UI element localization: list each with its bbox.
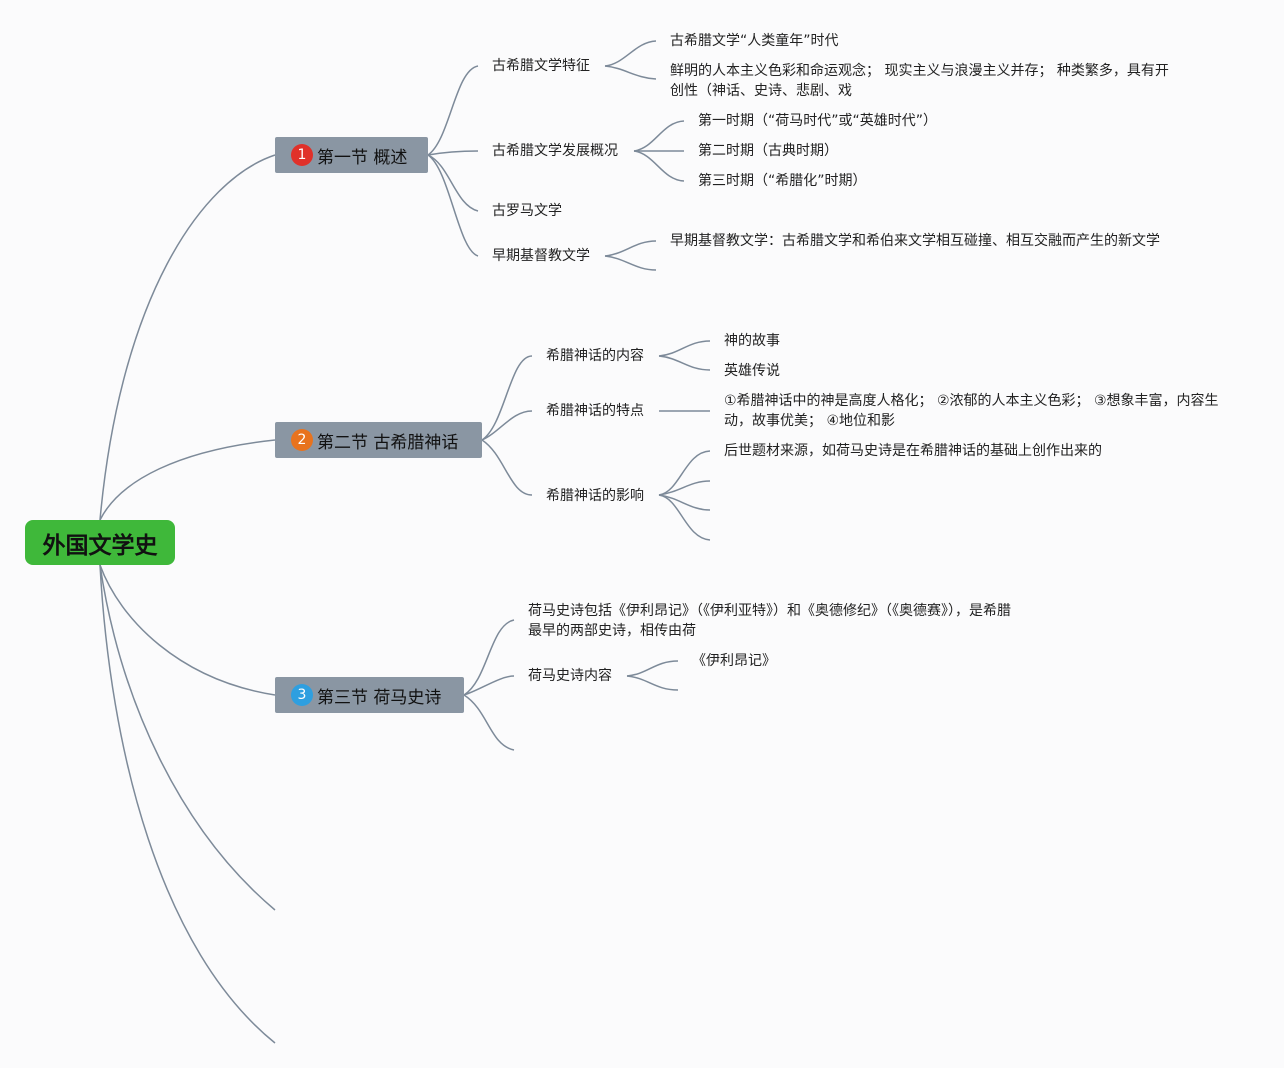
section-node-2[interactable]: 2 第二节 古希腊神话 <box>275 422 482 458</box>
topic-node[interactable]: 荷马史诗内容 <box>528 668 612 684</box>
section-title: 第二节 古希腊神话 <box>317 432 459 453</box>
topic-node[interactable]: 古罗马文学 <box>492 203 562 219</box>
section-title: 第三节 荷马史诗 <box>317 687 442 708</box>
section-title: 第一节 概述 <box>317 147 408 168</box>
topic-node[interactable]: 希腊神话的特点 <box>546 403 644 419</box>
leaf-node[interactable]: 早期基督教文学：古希腊文学和希伯来文学相互碰撞、相互交融而产生的新文学 <box>670 233 1160 249</box>
topic-node[interactable]: 希腊神话的内容 <box>546 348 644 364</box>
leaf-node[interactable]: 神的故事 <box>724 333 780 349</box>
section-node-1[interactable]: 1 第一节 概述 <box>275 137 428 173</box>
topic-node[interactable]: 古希腊文学发展概况 <box>492 143 618 159</box>
leaf-node[interactable]: 《伊利昂记》 <box>692 653 776 669</box>
number-badge-icon: 2 <box>291 429 313 451</box>
number-badge-icon: 3 <box>291 684 313 706</box>
root-label: 外国文学史 <box>42 532 158 559</box>
leaf-node[interactable]: 第二时期（古典时期） <box>698 143 838 159</box>
topic-node[interactable]: 希腊神话的影响 <box>546 488 644 504</box>
leaf-node[interactable]: 鲜明的人本主义色彩和命运观念； 现实主义与浪漫主义并存； 种类繁多，具有开创性（… <box>670 63 1169 99</box>
leaf-node[interactable]: 古希腊文学“人类童年”时代 <box>670 33 839 49</box>
number-badge-icon: 1 <box>291 144 313 166</box>
section-node-3[interactable]: 3 第三节 荷马史诗 <box>275 677 464 713</box>
leaf-node[interactable]: 第三时期（“希腊化”时期） <box>698 173 867 189</box>
root-node[interactable]: 外国文学史 <box>25 520 175 565</box>
topic-node[interactable]: 早期基督教文学 <box>492 248 590 264</box>
topic-node[interactable]: 古希腊文学特征 <box>492 58 590 74</box>
leaf-node[interactable]: 第一时期（“荷马时代”或“英雄时代”） <box>698 113 938 129</box>
leaf-node[interactable]: 后世题材来源，如荷马史诗是在希腊神话的基础上创作出来的 <box>724 443 1102 459</box>
leaf-node[interactable]: 英雄传说 <box>724 363 780 379</box>
leaf-node[interactable]: ①希腊神话中的神是高度人格化； ②浓郁的人本主义色彩； ③想象丰富，内容生动，故… <box>724 393 1219 429</box>
topic-node[interactable]: 荷马史诗包括《伊利昂记》（《伊利亚特》）和《奥德修纪》（《奥德赛》），是希腊最早… <box>528 603 1011 639</box>
